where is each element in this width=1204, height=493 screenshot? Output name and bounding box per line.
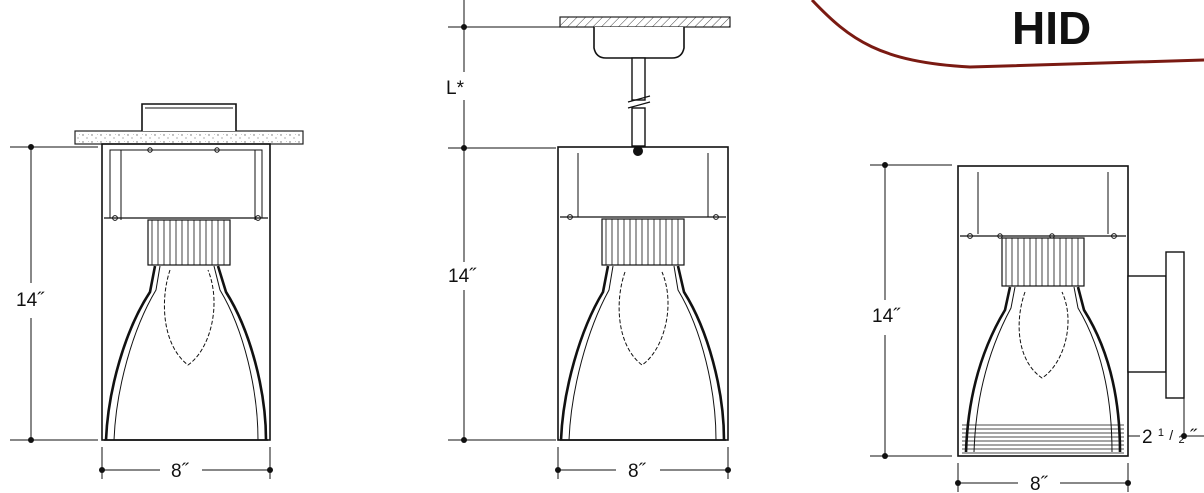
housing xyxy=(101,143,271,441)
reflector xyxy=(104,265,268,441)
pendant-view: L* 14˝ 8˝ xyxy=(440,0,731,482)
wall-mount-view: 14˝ 8˝ 2 1 / 2 ˝ xyxy=(870,162,1204,493)
projection-denominator: 2 xyxy=(1178,434,1184,446)
wall-reflector xyxy=(964,286,1122,453)
pendant-lamp xyxy=(618,271,669,366)
pendant-ceiling xyxy=(559,16,731,28)
recessed-height-dimension: 14˝ xyxy=(10,144,98,443)
pendant-height-label: 14˝ xyxy=(448,266,477,287)
pendant-width-label: 8˝ xyxy=(628,461,647,482)
hid-badge-border xyxy=(810,0,1204,69)
pendant-reflector xyxy=(559,265,726,441)
pendant-height-dimension: 14˝ xyxy=(440,145,556,443)
canopy xyxy=(593,27,685,59)
wall-ballast-fins xyxy=(1001,237,1085,287)
ballast-fins xyxy=(147,219,231,266)
wall-height-label: 14˝ xyxy=(872,306,901,327)
wall-width-label: 8˝ xyxy=(1030,474,1049,493)
wall-lamp xyxy=(1018,291,1069,379)
projection-whole: 2 xyxy=(1142,427,1153,448)
wall-width-dimension: 8˝ xyxy=(955,463,1131,493)
recessed-width-label: 8˝ xyxy=(171,461,190,482)
wall-projection-dimension: 2 1 / 2 ˝ xyxy=(1128,398,1204,448)
wall-height-dimension: 14˝ xyxy=(870,162,952,459)
projection-numerator: 1 xyxy=(1158,427,1164,439)
pendant-stem xyxy=(627,57,651,156)
recessed-view: 14˝ 8˝ xyxy=(10,103,304,482)
recessed-height-label: 14˝ xyxy=(16,290,45,311)
pendant-ballast-fins xyxy=(601,218,685,266)
recessed-width-dimension: 8˝ xyxy=(99,447,273,482)
stem-length-label: L* xyxy=(446,78,465,99)
junction-box xyxy=(141,103,237,131)
pendant-width-dimension: 8˝ xyxy=(555,447,731,482)
projection-slash: / xyxy=(1169,427,1173,443)
wall-plate xyxy=(1127,251,1185,399)
projection-inch-mark: ˝ xyxy=(1190,427,1198,448)
wall-housing xyxy=(957,165,1129,457)
louver xyxy=(962,424,1124,454)
pendant-stem-dimension: L* xyxy=(446,0,560,440)
hid-badge-label: HID xyxy=(1012,2,1091,54)
projection-label: 2 1 / 2 ˝ xyxy=(1142,420,1198,448)
lamp xyxy=(163,269,215,366)
ceiling-slab xyxy=(74,130,304,145)
pendant-housing xyxy=(557,146,729,441)
hid-badge: HID xyxy=(810,0,1204,69)
